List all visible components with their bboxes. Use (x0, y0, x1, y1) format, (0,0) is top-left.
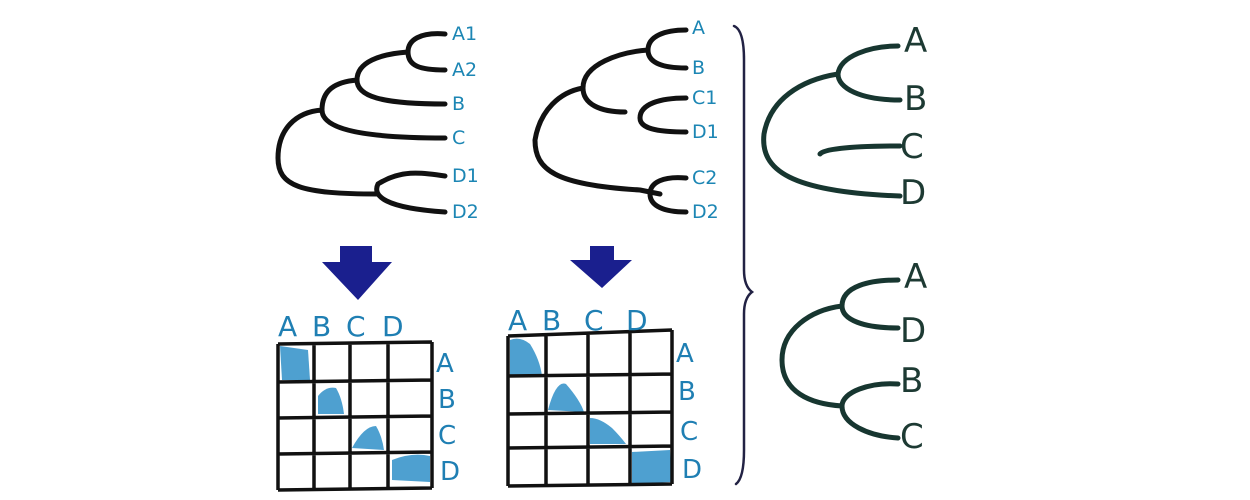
matrix-2-col-header: A (508, 304, 527, 337)
gene-tree-2-label-4: D1 (692, 121, 719, 143)
gene-tree-2: A B C1 D1 C2 D2 (532, 17, 719, 223)
species-tree-2-label-4: C (900, 417, 924, 457)
species-tree-1-branches (761, 43, 903, 199)
matrix-1-cell-fill (280, 346, 310, 380)
matrix-1-grid (276, 340, 434, 492)
species-tree-1: A B C D (761, 21, 927, 213)
matrix-1-col-header: C (346, 310, 366, 343)
gene-tree-1-label-1: A1 (452, 23, 477, 45)
gene-tree-1-label-6: D2 (452, 201, 479, 223)
down-arrow-icon (322, 246, 392, 300)
species-tree-2-label-3: B (900, 361, 923, 401)
matrix-2-cell-fill (632, 450, 672, 484)
gene-tree-1-label-4: C (452, 127, 465, 149)
matrix-1-row-header: A (436, 349, 454, 379)
gene-tree-2-label-3: C1 (692, 87, 717, 109)
gene-tree-1-label-3: B (452, 93, 465, 115)
matrix-1-row-header: B (438, 385, 456, 415)
gene-tree-1-branches (275, 31, 448, 215)
matrix-1-cell-fill (392, 454, 430, 482)
gene-tree-2-label-5: C2 (692, 167, 717, 189)
matrix-2-row-header: B (678, 377, 696, 407)
matrix-1-col-header: A (278, 310, 297, 343)
matrix-2-row-header: C (680, 417, 698, 447)
matrix-2-row-header: A (676, 339, 694, 369)
species-tree-1-label-3: C (900, 127, 924, 167)
matrix-2-grid (506, 328, 674, 488)
matrix-2-col-header: B (542, 304, 561, 337)
species-tree-1-label-2: B (904, 79, 927, 119)
matrix-1-col-header: B (312, 310, 331, 343)
matrix-1: A B C D A B C D (276, 310, 460, 492)
matrix-1-cell-fill (318, 387, 344, 414)
gene-tree-2-branches (532, 27, 689, 215)
gene-tree-1: A1 A2 B C D1 D2 (275, 23, 479, 223)
matrix-1-cell-fill (352, 426, 384, 450)
matrix-2: A B C D A B C D (506, 304, 702, 488)
species-tree-2-label-1: A (904, 257, 927, 297)
gene-tree-2-label-6: D2 (692, 201, 719, 223)
matrix-1-row-header: C (438, 421, 456, 451)
gene-tree-1-label-5: D1 (452, 165, 479, 187)
matrix-2-cell-fill (548, 383, 584, 412)
gene-tree-1-label-2: A2 (452, 59, 477, 81)
species-tree-1-label-1: A (904, 21, 927, 61)
species-tree-2-branches (779, 277, 901, 441)
gene-tree-2-label-1: A (692, 17, 705, 39)
matrix-2-cell-fill (590, 418, 626, 444)
species-tree-2-label-2: D (900, 311, 926, 351)
matrix-2-col-header: C (584, 304, 604, 337)
curly-brace (732, 24, 755, 486)
species-tree-1-label-4: D (900, 173, 926, 213)
matrix-2-row-header: D (682, 455, 702, 485)
species-tree-2: A D B C (779, 257, 927, 457)
gene-tree-2-label-2: B (692, 57, 705, 79)
matrix-1-row-header: D (440, 457, 460, 487)
down-arrow-icon (570, 246, 632, 288)
matrix-2-cell-fill (510, 338, 542, 376)
matrix-1-col-header: D (382, 310, 404, 343)
matrix-2-col-header: D (626, 304, 648, 337)
